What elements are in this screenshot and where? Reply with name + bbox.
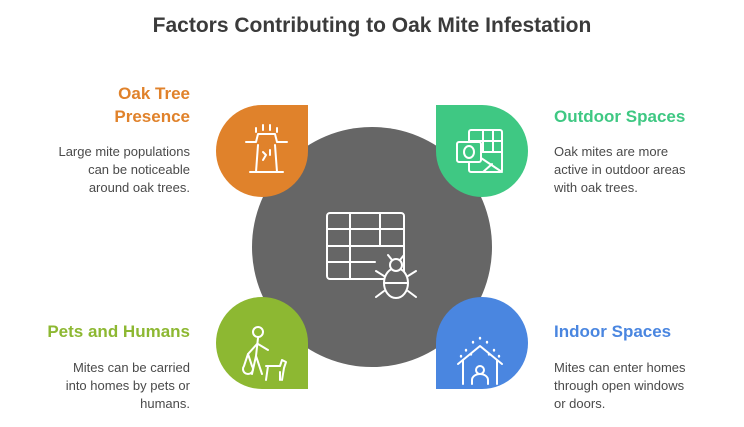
pets-humans-label: Pets and Humans xyxy=(47,322,190,341)
table-bug-icon xyxy=(326,212,417,299)
outlook-icon xyxy=(456,129,503,173)
home-icon xyxy=(457,336,503,385)
indoor-desc-line2: through open windows xyxy=(554,378,685,393)
outdoor-desc-line1: Oak mites are more xyxy=(554,144,669,159)
oak-tree-desc-line1: Large mite populations xyxy=(58,144,190,159)
pets-humans-petal xyxy=(216,297,308,389)
person-dog-icon xyxy=(242,326,287,381)
oak-tree-label: Oak Tree Presence xyxy=(114,82,190,128)
indoor-spaces-petal xyxy=(436,297,528,389)
oak-tree-desc-line3: around oak trees. xyxy=(88,180,190,195)
oak-tree-desc-line2: can be noticeable xyxy=(88,162,190,177)
oak-tree-label-line2: Presence xyxy=(114,107,190,126)
indoor-spaces-description: Mites can enter homes through open windo… xyxy=(554,359,686,413)
diagram-title: Factors Contributing to Oak Mite Infesta… xyxy=(152,14,592,37)
outdoor-desc-line3: with oak trees. xyxy=(554,180,638,195)
indoor-desc-line1: Mites can enter homes xyxy=(554,360,686,375)
indoor-spaces-label: Indoor Spaces xyxy=(554,322,672,341)
pets-humans-description: Mites can be carried into homes by pets … xyxy=(66,359,190,413)
pets-desc-line2: into homes by pets or xyxy=(65,378,190,393)
tree-icon xyxy=(245,124,288,173)
pets-desc-line1: Mites can be carried xyxy=(72,360,190,375)
pets-desc-line3: humans. xyxy=(140,396,190,411)
oak-tree-petal xyxy=(216,105,308,197)
outdoor-spaces-label: Outdoor Spaces xyxy=(554,107,686,126)
indoor-desc-line3: or doors. xyxy=(554,396,606,411)
outdoor-desc-line2: active in outdoor areas xyxy=(554,162,686,177)
oak-tree-description: Large mite populations can be noticeable… xyxy=(58,143,190,197)
oak-tree-label-line1: Oak Tree xyxy=(118,84,190,103)
outdoor-spaces-description: Oak mites are more active in outdoor are… xyxy=(554,143,686,197)
